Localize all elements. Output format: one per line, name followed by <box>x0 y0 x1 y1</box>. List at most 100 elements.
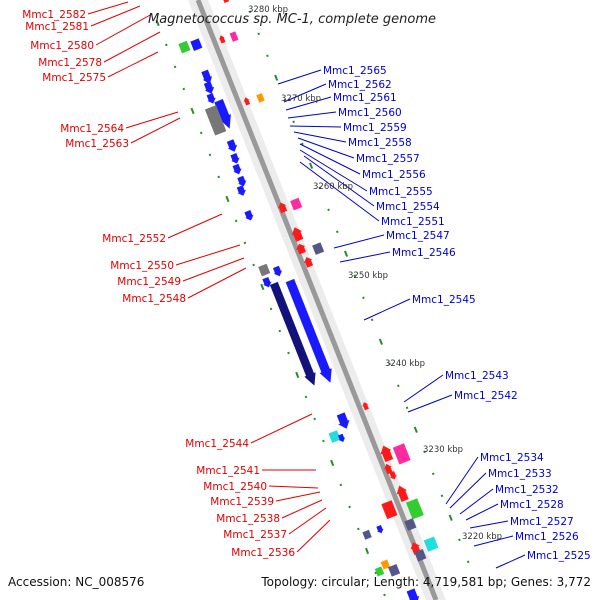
leader-line <box>495 554 526 569</box>
tick-right <box>365 547 370 555</box>
gene-label: Mmc1_2578 <box>38 57 102 69</box>
tick-right <box>269 307 273 311</box>
leader-line <box>130 117 181 144</box>
gene-arrow <box>384 463 393 475</box>
gene-label: Mmc1_2582 <box>22 9 86 21</box>
leader-line <box>299 149 368 192</box>
leader-line <box>403 374 444 403</box>
gene-arrow <box>244 209 254 221</box>
gene-feature <box>236 185 246 196</box>
gene-feature <box>237 175 247 187</box>
gene-label: Mmc1_2542 <box>454 390 518 402</box>
scale-label-3260: 3260 kbp <box>313 182 353 192</box>
tick-left <box>413 426 418 433</box>
gene-box <box>380 559 391 570</box>
gene-label: Mmc1_2559 <box>343 122 407 134</box>
gene-label: Mmc1_2532 <box>495 484 559 496</box>
gene-label: Mmc1_2547 <box>386 230 450 242</box>
leader-line <box>289 125 342 128</box>
gene-feature <box>312 242 325 255</box>
tick-left <box>397 384 400 388</box>
gene-label: Mmc1_2558 <box>348 137 412 149</box>
gene-feature <box>384 463 393 475</box>
tick-left <box>283 98 287 102</box>
tick-left <box>309 162 314 169</box>
gene-arrow <box>336 412 350 429</box>
tick-right <box>208 153 212 157</box>
scale-label-3240: 3240 kbp <box>385 359 425 369</box>
tick-left <box>405 406 409 410</box>
tick-right <box>225 195 230 203</box>
leader-line <box>473 535 514 547</box>
gene-box <box>362 529 372 540</box>
scale-labels: 3280 kbp 3270 kbp 3260 kbp 3250 kbp 3240… <box>248 5 502 542</box>
scale-label-3230: 3230 kbp <box>423 445 463 455</box>
tick-left <box>292 120 295 124</box>
tick-left <box>448 514 453 521</box>
genome-summary-text: Topology: circular; Length: 4,719,581 bp… <box>260 575 591 589</box>
tick-right <box>287 351 290 355</box>
tick-left <box>378 338 383 345</box>
gene-box <box>290 197 303 211</box>
tick-right <box>252 263 255 267</box>
gene-label: Mmc1_2575 <box>42 72 106 84</box>
gene-label: Mmc1_2525 <box>527 550 591 562</box>
leader-line <box>283 83 327 103</box>
tick-right <box>348 505 351 509</box>
leader-line <box>465 503 499 521</box>
gene-feature <box>414 548 427 562</box>
gene-label: Mmc1_2563 <box>65 138 129 150</box>
tick-left <box>318 186 322 190</box>
tick-right <box>304 395 308 399</box>
gene-arrow <box>219 35 226 44</box>
gene-arrow <box>237 175 247 187</box>
gene-box <box>388 564 401 577</box>
tick-left <box>431 472 435 476</box>
gene-label: Mmc1_2533 <box>488 468 552 480</box>
gene-label: Mmc1_2546 <box>392 247 456 259</box>
gene-box <box>204 105 227 136</box>
gene-arrow <box>221 0 230 4</box>
gene-feature <box>362 529 372 540</box>
gene-box <box>406 498 424 520</box>
gene-label: Mmc1_2552 <box>102 233 166 245</box>
gene-box <box>312 242 325 255</box>
gene-feature <box>303 257 314 268</box>
tick-right <box>173 65 177 69</box>
gene-label: Mmc1_2555 <box>369 186 433 198</box>
scale-label-3270: 3270 kbp <box>281 94 321 104</box>
gene-label: Mmc1_2544 <box>185 438 249 450</box>
gene-label: Mmc1_2537 <box>223 529 287 541</box>
gene-feature <box>374 566 385 577</box>
label-leader-lines <box>87 1 526 569</box>
gene-feature <box>219 35 226 44</box>
tick-right <box>330 459 335 467</box>
leader-line <box>459 488 494 515</box>
gene-label: Mmc1_2551 <box>381 216 445 228</box>
tick-right <box>182 87 186 91</box>
gene-label: Mmc1_2543 <box>445 370 509 382</box>
tick-left <box>353 274 357 278</box>
gene-label: Mmc1_2581 <box>25 21 89 33</box>
gene-label: Mmc1_2545 <box>412 294 476 306</box>
tick-right <box>155 19 160 27</box>
gene-box <box>414 548 427 562</box>
gene-feature <box>337 433 346 443</box>
leader-line <box>125 111 179 129</box>
leader-line <box>285 96 332 111</box>
gene-label: Mmc1_2534 <box>480 452 544 464</box>
tick-right <box>165 43 168 47</box>
gene-feature <box>381 500 398 520</box>
leader-line <box>296 519 331 553</box>
tick-right <box>313 417 316 421</box>
leader-line <box>293 131 347 143</box>
gene-feature <box>214 99 231 129</box>
gene-arrow <box>269 281 316 386</box>
leader-line <box>445 456 479 505</box>
leader-line <box>281 499 323 519</box>
accession-text: Accession: NC_008576 <box>8 575 144 589</box>
gene-box <box>256 93 265 103</box>
tick-left <box>458 538 461 542</box>
tick-left <box>343 250 349 257</box>
